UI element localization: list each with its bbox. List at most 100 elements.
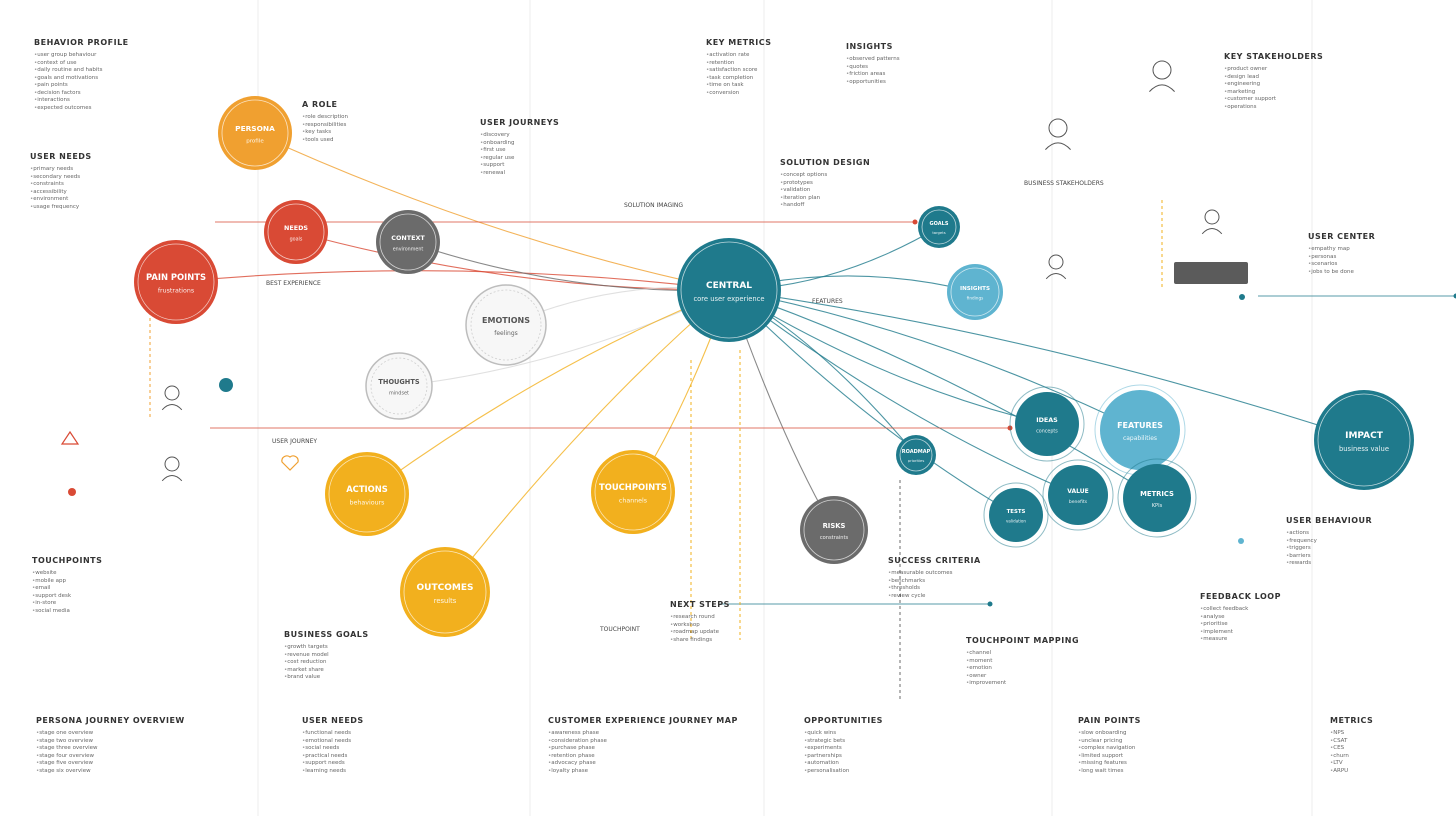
- node-label: CONTEXT: [391, 234, 425, 242]
- list-item: personalisation: [804, 768, 1024, 776]
- block-key-stakeholders: KEY STAKEHOLDERS product owner design le…: [1224, 52, 1424, 111]
- node-body: goals: [290, 236, 303, 242]
- node-body: capabilities: [1123, 435, 1157, 442]
- user-avatar-icon: [161, 385, 183, 411]
- footer-persona-journey: PERSONA JOURNEY OVERVIEW stage one overv…: [36, 716, 246, 775]
- block-heading: NEXT STEPS: [670, 600, 730, 609]
- node-body: profile: [246, 138, 264, 144]
- block-list: concept options prototypes validation it…: [780, 172, 900, 210]
- node-label: TOUCHPOINTS: [599, 482, 667, 492]
- block-list: activation rate retention satisfaction s…: [706, 52, 836, 97]
- list-item: benchmarks: [888, 578, 1008, 586]
- list-item: concept options: [780, 172, 900, 180]
- node-label: IMPACT: [1345, 431, 1384, 441]
- list-item: user group behaviour: [34, 52, 194, 60]
- node-label: TESTS: [1007, 509, 1026, 515]
- block-list: primary needs secondary needs constraint…: [30, 166, 190, 211]
- node-body: behaviours: [350, 499, 385, 506]
- block-list: discovery onboarding first use regular u…: [480, 132, 590, 177]
- list-item: improvement: [966, 680, 1116, 688]
- list-item: support: [480, 162, 590, 170]
- node-label: RISKS: [823, 522, 846, 530]
- list-item: design lead: [1224, 74, 1424, 82]
- list-item: prioritise: [1200, 621, 1310, 629]
- list-item: experiments: [804, 745, 1024, 753]
- list-item: learning needs: [302, 768, 502, 776]
- decor-dot: [1238, 538, 1244, 544]
- tag-touchpoint: TOUCHPOINT: [600, 626, 640, 633]
- block-list: website mobile app email support desk in…: [32, 570, 232, 615]
- block-list: actions frequency triggers barriers rewa…: [1286, 530, 1426, 568]
- block-list: observed patterns quotes friction areas …: [846, 56, 1026, 86]
- list-item: iteration plan: [780, 195, 900, 203]
- list-item: retention phase: [548, 753, 748, 761]
- list-item: barriers: [1286, 553, 1426, 561]
- list-item: website: [32, 570, 232, 578]
- block-heading: USER BEHAVIOUR: [1286, 516, 1373, 525]
- block-list: collect feedback analyse prioritise impl…: [1200, 606, 1310, 644]
- list-item: share findings: [670, 637, 780, 645]
- node-body: results: [434, 597, 457, 605]
- list-item: market share: [284, 667, 394, 675]
- node-body: benefits: [1069, 499, 1088, 505]
- connector-line: [295, 231, 730, 291]
- block-heading: TOUCHPOINT MAPPING: [966, 636, 1080, 645]
- block-list: slow onboarding unclear pricing complex …: [1078, 730, 1278, 775]
- list-item: missing features: [1078, 760, 1278, 768]
- list-item: thresholds: [888, 585, 1008, 593]
- block-heading: FEEDBACK LOOP: [1200, 592, 1281, 601]
- list-item: triggers: [1286, 545, 1426, 553]
- heart-icon: [281, 455, 299, 471]
- connector-line: [366, 289, 730, 495]
- list-item: ARPU: [1330, 768, 1430, 776]
- connector-dot: [912, 219, 918, 225]
- block-heading: KEY METRICS: [706, 38, 772, 47]
- tag-solution-imaging: SOLUTION IMAGING: [624, 202, 684, 209]
- list-item: quick wins: [804, 730, 1024, 738]
- list-item: moment: [966, 658, 1116, 666]
- list-item: stage four overview: [36, 753, 246, 761]
- node-body: core user experience: [693, 295, 764, 303]
- list-item: stage one overview: [36, 730, 246, 738]
- connector-line: [728, 289, 1017, 516]
- user-avatar-icon: [1045, 118, 1071, 150]
- list-item: actions: [1286, 530, 1426, 538]
- decorations: [60, 60, 1248, 544]
- list-item: growth targets: [284, 644, 394, 652]
- list-item: complex navigation: [1078, 745, 1278, 753]
- node-body: findings: [967, 296, 984, 301]
- list-item: quotes: [846, 64, 1026, 72]
- block-heading: KEY STAKEHOLDERS: [1224, 52, 1324, 61]
- list-item: frequency: [1286, 538, 1426, 546]
- list-item: renewal: [480, 170, 590, 178]
- node-label: ACTIONS: [346, 484, 388, 494]
- footer-pain-points: PAIN POINTS slow onboarding unclear pric…: [1078, 716, 1278, 775]
- connector-dot: [1453, 293, 1456, 299]
- list-item: channel: [966, 650, 1116, 658]
- list-item: personas: [1308, 254, 1428, 262]
- list-item: friction areas: [846, 71, 1026, 79]
- list-item: cost reduction: [284, 659, 394, 667]
- block-heading: PERSONA JOURNEY OVERVIEW: [36, 716, 185, 725]
- node-label: THOUGHTS: [378, 378, 419, 386]
- list-item: purchase phase: [548, 745, 748, 753]
- list-item: operations: [1224, 104, 1424, 112]
- block-solution-design: SOLUTION DESIGN concept options prototyp…: [780, 158, 900, 210]
- user-avatar-icon: [1149, 60, 1175, 92]
- block-user-journeys: USER JOURNEYS discovery onboarding first…: [480, 118, 590, 177]
- footer-metrics: METRICS NPS CSAT CES churn LTV ARPU: [1330, 716, 1430, 775]
- block-list: user group behaviour context of use dail…: [34, 52, 194, 112]
- list-item: CSAT: [1330, 738, 1430, 746]
- list-item: engineering: [1224, 81, 1424, 89]
- connector-line: [728, 289, 1365, 441]
- block-list: stage one overview stage two overview st…: [36, 730, 246, 775]
- connector-line: [175, 270, 730, 291]
- node-y1: ACTIONS behaviours: [325, 452, 409, 536]
